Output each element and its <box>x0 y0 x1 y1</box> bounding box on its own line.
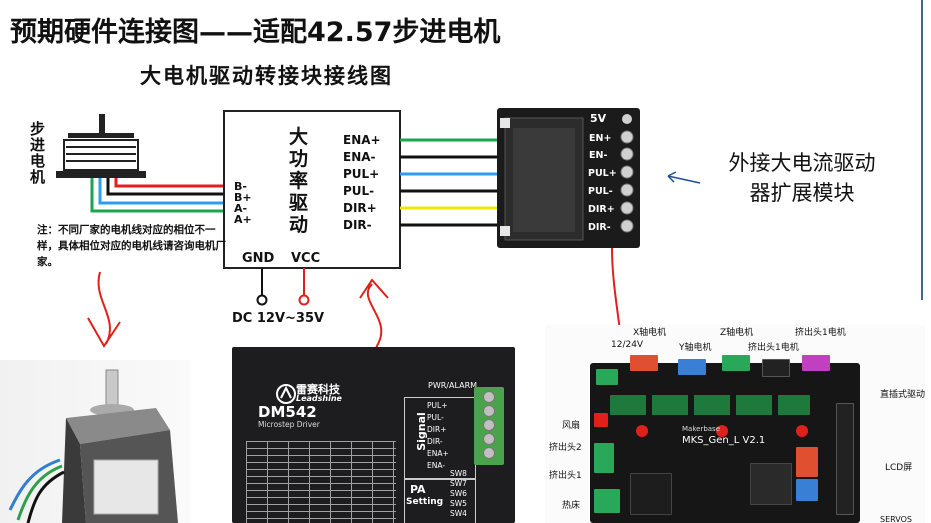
board-name: MKS_Gen_L V2.1 <box>682 435 766 446</box>
driver-pin-pul-plus: PUL+ <box>343 167 379 181</box>
label-z-motor: Z轴电机 <box>720 328 754 338</box>
driver-pin-vcc: VCC <box>291 251 320 266</box>
motor-label-3: 机 <box>30 168 45 186</box>
stepper-motor-photo-art <box>8 369 178 523</box>
label-12-24v: 12/24V <box>611 340 644 350</box>
driver-name-1: 功 <box>289 148 308 170</box>
module-pin-en-minus: EN- <box>589 150 607 161</box>
red-arrow-to-motor <box>87 271 121 348</box>
label-x-motor: X轴电机 <box>633 328 667 338</box>
driver-name-2: 率 <box>289 169 308 192</box>
conn-e1b <box>802 355 830 371</box>
leadshine-logo <box>276 384 296 404</box>
sw-2: SW6 <box>450 489 467 498</box>
label-e1-motor-top: 挤出头1电机 <box>795 328 846 338</box>
conn-y <box>678 359 706 375</box>
sw-4: SW4 <box>450 509 467 518</box>
module-5v: 5V <box>590 112 607 125</box>
sig-pin-2: DIR+ <box>427 425 447 434</box>
lcd-header <box>836 403 854 515</box>
motor-label-0: 步 <box>30 120 45 138</box>
stepper-motor-graphic <box>56 114 146 178</box>
setting-label: Setting <box>406 497 444 507</box>
annotation-arrow <box>667 175 701 184</box>
sw-1: SW7 <box>450 479 467 488</box>
wire-blue-motor <box>98 178 224 205</box>
phase-note: 注：不同厂家的电机线对应的相位不一样，具体相位对应的电机线请咨询电机厂家。 <box>37 224 226 268</box>
label-extruder1: 挤出头1 <box>549 471 582 481</box>
driver-name-3: 驱 <box>289 192 308 214</box>
dm542-driver-photo: 雷赛科技 Leadshine DM542 Microstep Driver PW… <box>232 347 515 523</box>
pa-label: PA <box>410 483 426 496</box>
driver-name-4: 动 <box>289 214 308 236</box>
label-fan: 风扇 <box>562 421 581 431</box>
module-pin-pul-minus: PUL- <box>588 186 613 197</box>
driver-pin-dir-plus: DIR+ <box>343 201 377 215</box>
board-maker: Makerbase <box>682 425 721 433</box>
adapter-module <box>497 108 640 248</box>
label-servos: SERVOS <box>880 515 912 523</box>
driver-pin-b-minus: B- <box>234 180 247 193</box>
label-extruder2: 挤出头2 <box>549 443 582 453</box>
sig-pin-1: PUL- <box>427 413 444 422</box>
gnd-terminal <box>256 294 268 306</box>
slide-border <box>921 0 923 300</box>
driver-subtitle: Microstep Driver <box>258 420 320 429</box>
signal-label: Signal <box>414 412 428 451</box>
brand-cn: 雷赛科技 <box>296 383 340 396</box>
slide-title: 预期硬件连接图——适配42.57步进电机 <box>10 17 501 48</box>
module-pin-en-plus: EN+ <box>589 133 611 144</box>
driver-name-0: 大 <box>289 125 308 148</box>
driver-pin-pul-minus: PUL- <box>343 184 374 198</box>
driver-sockets <box>610 395 810 415</box>
stepper-motor-photo <box>0 360 190 523</box>
sw-0: SW8 <box>450 469 467 478</box>
wire-green-motor <box>90 178 224 213</box>
sig-pin-5: ENA- <box>427 461 446 470</box>
power-label: DC 12V~35V <box>232 311 324 326</box>
module-pin-pul-plus: PUL+ <box>588 168 617 179</box>
wire-black-motor <box>106 178 224 196</box>
driver-pin-gnd: GND <box>242 251 275 266</box>
conn-e1 <box>762 359 790 377</box>
mcu-chip <box>750 463 792 505</box>
diagram-title: 大电机驱动转接块接线图 <box>140 64 393 88</box>
driver-model: DM542 <box>258 403 317 421</box>
module-annotation-line1: 外接大电流驱动 <box>728 151 876 175</box>
signal-terminal-block <box>474 387 504 465</box>
motor-label-1: 进 <box>30 136 45 154</box>
module-annotation-line2: 器扩展模块 <box>749 181 855 205</box>
driver-pin-ena-minus: ENA- <box>343 150 376 164</box>
module-annotation: 外接大电流驱动 器扩展模块 <box>712 148 892 208</box>
label-y-motor: Y轴电机 <box>679 343 712 353</box>
motor-label-2: 电 <box>30 152 45 170</box>
current-table <box>246 441 396 523</box>
conn-z <box>722 355 750 371</box>
sig-pin-3: DIR- <box>427 437 443 446</box>
conn-x <box>630 355 658 371</box>
label-e1-motor: 挤出头1电机 <box>748 343 799 353</box>
label-direct-driver: 直插式驱动 <box>880 390 925 400</box>
driver-pin-b-plus: B+ <box>234 191 252 204</box>
label-lcd: LCD屏 <box>885 463 913 473</box>
sw-3: SW5 <box>450 499 467 508</box>
sig-pin-4: ENA+ <box>427 449 449 458</box>
pwr-alarm-label: PWR/ALARM <box>428 381 478 390</box>
wire-red-motor <box>114 178 224 188</box>
module-pin-dir-minus: DIR- <box>588 222 611 233</box>
marker-1 <box>594 413 608 427</box>
driver-pin-a-minus: A- <box>234 202 247 215</box>
mks-board-pcb: Makerbase MKS_Gen_L V2.1 <box>590 355 860 523</box>
vcc-terminal <box>298 294 310 306</box>
driver-pin-dir-minus: DIR- <box>343 218 372 232</box>
driver-pin-a-plus: A+ <box>234 213 252 226</box>
module-pin-dir-plus: DIR+ <box>588 204 615 215</box>
conn-power <box>596 369 618 385</box>
label-hotbed: 热床 <box>562 501 581 511</box>
sig-pin-0: PUL+ <box>427 401 448 410</box>
brand-en: Leadshine <box>296 394 342 403</box>
pa-setting-panel <box>404 479 476 523</box>
driver-pin-ena-plus: ENA+ <box>343 133 381 147</box>
